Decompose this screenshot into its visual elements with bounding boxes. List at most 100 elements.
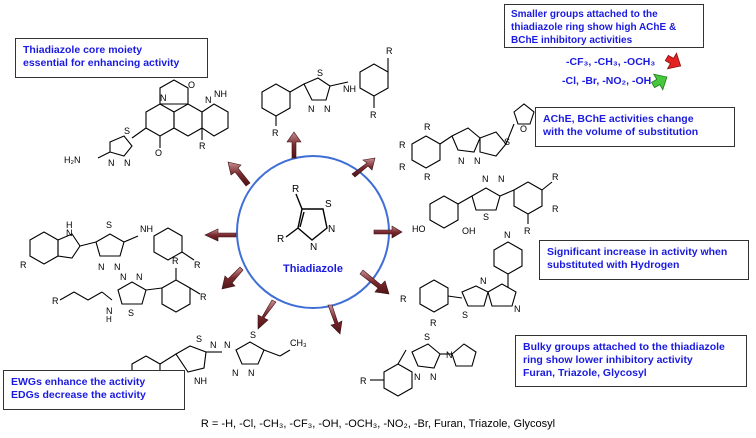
svg-text:R: R <box>400 294 407 304</box>
svg-text:R: R <box>552 172 559 182</box>
svg-text:R: R <box>52 296 59 306</box>
arrow-up <box>286 131 302 159</box>
svg-text:O: O <box>155 148 162 158</box>
svg-text:H₂N: H₂N <box>64 155 81 165</box>
callout-small-line-3: BChE inhibitory activities <box>511 35 633 46</box>
arrow-downleft <box>257 299 277 330</box>
svg-text:NH: NH <box>343 84 356 94</box>
svg-text:S: S <box>250 330 256 340</box>
svg-text:N: N <box>66 228 73 238</box>
svg-text:N: N <box>210 340 217 350</box>
callout-core-line-2: essential for enhancing activity <box>23 57 180 69</box>
molecule-topleft: O N O R N NH S N N H₂N <box>64 79 229 168</box>
callout-small-groups: Smaller groups attached to the thiadiazo… <box>504 4 704 48</box>
svg-text:H: H <box>106 315 112 324</box>
svg-text:S: S <box>317 68 323 78</box>
svg-text:O: O <box>520 124 527 134</box>
callout-hydrogen-line-1: Significant increase in activity when <box>547 246 728 258</box>
svg-text:N: N <box>98 262 105 272</box>
svg-text:N: N <box>308 104 315 114</box>
svg-text:N: N <box>108 158 115 168</box>
svg-text:R: R <box>194 260 201 270</box>
callout-bulky-line-1: Bulky groups attached to the thiadiazole <box>523 341 725 353</box>
svg-text:N: N <box>136 272 143 282</box>
arrow-upright <box>351 157 376 178</box>
svg-text:NH: NH <box>214 89 227 99</box>
central-thiadiazole-structure: R S N N R <box>277 184 335 253</box>
radial-arrows <box>204 131 403 335</box>
svg-text:R: R <box>524 226 531 236</box>
small-decrease-groups: -CF₃, -CH₃, -OCH₃ <box>566 56 656 68</box>
svg-text:R: R <box>552 204 559 214</box>
callout-volume-line-1: AChE, BChE activities change <box>543 113 694 125</box>
svg-text:N: N <box>458 156 465 166</box>
svg-text:CH₃: CH₃ <box>290 338 307 348</box>
arrow-downright <box>359 269 390 295</box>
callout-volume-line-2: with the volume of substitution <box>543 126 699 138</box>
svg-text:S: S <box>196 334 202 344</box>
callout-volume: AChE, BChE activities change with the vo… <box>535 107 735 147</box>
substituent-legend: R = -H, -Cl, -CH₃, -CF₃, -OH, -OCH₃, -NO… <box>200 418 556 430</box>
svg-text:S: S <box>504 137 510 147</box>
svg-text:N: N <box>480 276 487 286</box>
callout-bulky: Bulky groups attached to the thiadiazole… <box>515 335 747 387</box>
svg-text:R: R <box>424 172 431 182</box>
callout-hydrogen-line-2: substituted with Hydrogen <box>547 259 680 271</box>
svg-text:N: N <box>248 368 255 378</box>
center-circle <box>236 155 390 309</box>
center-n2-label: N <box>310 242 317 253</box>
center-r2-label: R <box>277 234 284 245</box>
svg-text:N: N <box>160 93 167 103</box>
svg-text:N: N <box>114 262 121 272</box>
svg-text:N: N <box>124 158 131 168</box>
callout-ewg-line-1: EWGs enhance the activity <box>11 376 146 388</box>
svg-text:N: N <box>224 340 231 350</box>
callout-bulky-line-2: ring show lower inhibitory activity <box>523 354 693 366</box>
small-increase-groups: -Cl, -Br, -NO₂, -OH <box>562 75 652 87</box>
svg-text:N: N <box>514 304 521 314</box>
svg-text:S: S <box>483 212 489 222</box>
svg-text:R: R <box>172 256 179 266</box>
svg-text:NH: NH <box>140 224 153 234</box>
green-up-arrow-icon <box>651 73 668 91</box>
svg-text:R: R <box>399 162 406 172</box>
svg-text:R: R <box>399 140 406 150</box>
svg-text:S: S <box>128 308 134 318</box>
callout-bulky-line-3: Furan, Triazole, Glycosyl <box>523 367 647 379</box>
callout-small-line-2: thiadiazole ring show high AChE & <box>511 22 677 33</box>
center-r1-label: R <box>292 184 299 195</box>
svg-text:S: S <box>462 310 468 320</box>
svg-text:N: N <box>474 156 481 166</box>
svg-text:S: S <box>106 220 112 230</box>
svg-text:N: N <box>446 350 453 360</box>
molecule-right: HO OH N N S R R R <box>412 172 559 236</box>
red-down-arrow-icon <box>664 52 682 70</box>
svg-text:N: N <box>106 306 113 316</box>
center-title: Thiadiazole <box>283 263 343 275</box>
svg-text:S: S <box>124 126 130 136</box>
svg-text:HO: HO <box>412 224 426 234</box>
callout-hydrogen: Significant increase in activity when su… <box>539 240 749 280</box>
arrow-down <box>327 304 343 335</box>
arrow-upleft <box>227 161 251 187</box>
svg-text:H: H <box>66 220 73 230</box>
svg-text:R: R <box>430 318 437 328</box>
molecule-bottom: R S N N N <box>360 332 477 397</box>
svg-text:R: R <box>20 260 27 270</box>
svg-text:R: R <box>272 128 279 138</box>
svg-text:N: N <box>205 95 212 105</box>
callout-small-line-1: Smaller groups attached to the <box>511 9 658 20</box>
svg-text:N: N <box>482 174 489 184</box>
molecule-right-bottom: N R R S N N <box>400 230 523 328</box>
svg-text:R: R <box>199 141 206 151</box>
svg-text:O: O <box>188 80 195 90</box>
svg-text:R: R <box>360 376 367 386</box>
callout-core-line-1: Thiadiazole core moiety <box>23 44 143 56</box>
svg-text:OH: OH <box>462 226 476 236</box>
svg-text:N: N <box>324 104 331 114</box>
callout-ewg-line-2: EDGs decrease the activity <box>11 389 146 401</box>
svg-text:R: R <box>200 292 207 302</box>
callout-core-moiety: Thiadiazole core moiety essential for en… <box>15 38 208 78</box>
molecule-left: R H N S N N NH R <box>20 220 201 272</box>
